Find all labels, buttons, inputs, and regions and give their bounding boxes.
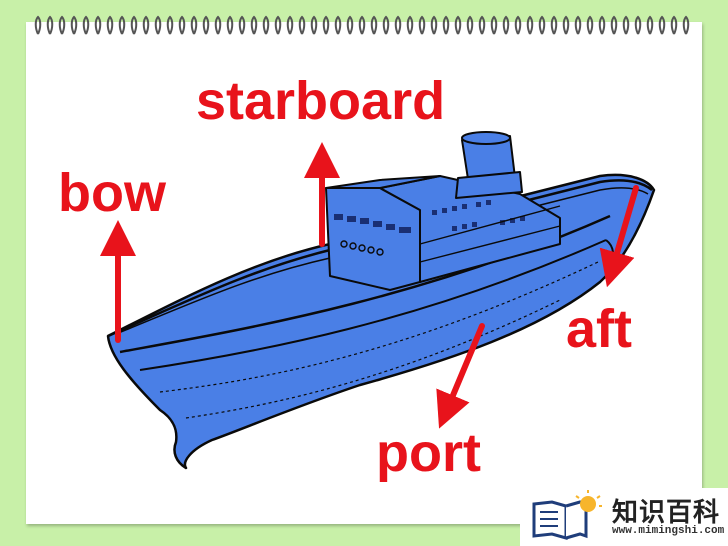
watermark: 知识百科 www.mimingshi.com bbox=[520, 488, 728, 546]
spiral-ring bbox=[526, 15, 534, 35]
spiral-ring bbox=[334, 15, 342, 35]
spiral-ring bbox=[178, 15, 186, 35]
spiral-ring bbox=[190, 15, 198, 35]
spiral-ring bbox=[58, 15, 66, 35]
spiral-ring bbox=[670, 15, 678, 35]
port-arrow bbox=[436, 323, 485, 429]
spiral-ring bbox=[298, 15, 306, 35]
spiral-ring bbox=[562, 15, 570, 35]
spiral-ring bbox=[574, 15, 582, 35]
spiral-ring bbox=[418, 15, 426, 35]
spiral-ring bbox=[106, 15, 114, 35]
superstructure bbox=[325, 131, 561, 291]
spiral-ring bbox=[478, 15, 486, 35]
book-lightbulb-logo-icon bbox=[532, 490, 602, 540]
spiral-ring bbox=[118, 15, 126, 35]
spiral-ring bbox=[310, 15, 318, 35]
port-label: port bbox=[376, 423, 481, 483]
spiral-ring bbox=[442, 15, 450, 35]
spiral-ring bbox=[238, 15, 246, 35]
spiral-ring bbox=[646, 15, 654, 35]
spiral-ring bbox=[226, 15, 234, 35]
aft-label: aft bbox=[566, 299, 632, 359]
spiral-ring bbox=[94, 15, 102, 35]
starboard-label: starboard bbox=[196, 71, 446, 131]
spiral-ring bbox=[610, 15, 618, 35]
spiral-ring bbox=[166, 15, 174, 35]
spiral-ring bbox=[406, 15, 414, 35]
spiral-ring bbox=[322, 15, 330, 35]
spiral-ring bbox=[34, 15, 42, 35]
spiral-ring bbox=[82, 15, 90, 35]
spiral-ring bbox=[286, 15, 294, 35]
spiral-ring bbox=[634, 15, 642, 35]
spiral-ring bbox=[154, 15, 162, 35]
spiral-ring bbox=[502, 15, 510, 35]
spiral-ring bbox=[682, 15, 690, 35]
spiral-ring bbox=[490, 15, 498, 35]
spiral-ring bbox=[346, 15, 354, 35]
spiral-ring bbox=[658, 15, 666, 35]
spiral-ring bbox=[358, 15, 366, 35]
spiral-ring bbox=[250, 15, 258, 35]
spiral-ring bbox=[130, 15, 138, 35]
spiral-ring bbox=[622, 15, 630, 35]
spiral-ring bbox=[550, 15, 558, 35]
spiral-ring bbox=[538, 15, 546, 35]
watermark-url: www.mimingshi.com bbox=[612, 525, 725, 537]
spiral-ring bbox=[142, 15, 150, 35]
spiral-ring bbox=[586, 15, 594, 35]
spiral-binding-icon bbox=[34, 15, 690, 35]
spiral-ring bbox=[262, 15, 270, 35]
spiral-ring bbox=[214, 15, 222, 35]
spiral-ring bbox=[466, 15, 474, 35]
spiral-ring bbox=[202, 15, 210, 35]
bow-label: bow bbox=[58, 163, 166, 223]
spiral-ring bbox=[274, 15, 282, 35]
spiral-ring bbox=[514, 15, 522, 35]
watermark-name: 知识百科 bbox=[612, 497, 721, 527]
spiral-ring bbox=[382, 15, 390, 35]
spiral-ring bbox=[46, 15, 54, 35]
spiral-ring bbox=[394, 15, 402, 35]
spiral-ring bbox=[370, 15, 378, 35]
spiral-ring bbox=[454, 15, 462, 35]
spiral-ring bbox=[70, 15, 78, 35]
spiral-ring bbox=[598, 15, 606, 35]
spiral-ring bbox=[430, 15, 438, 35]
aft-arrow bbox=[599, 185, 639, 288]
